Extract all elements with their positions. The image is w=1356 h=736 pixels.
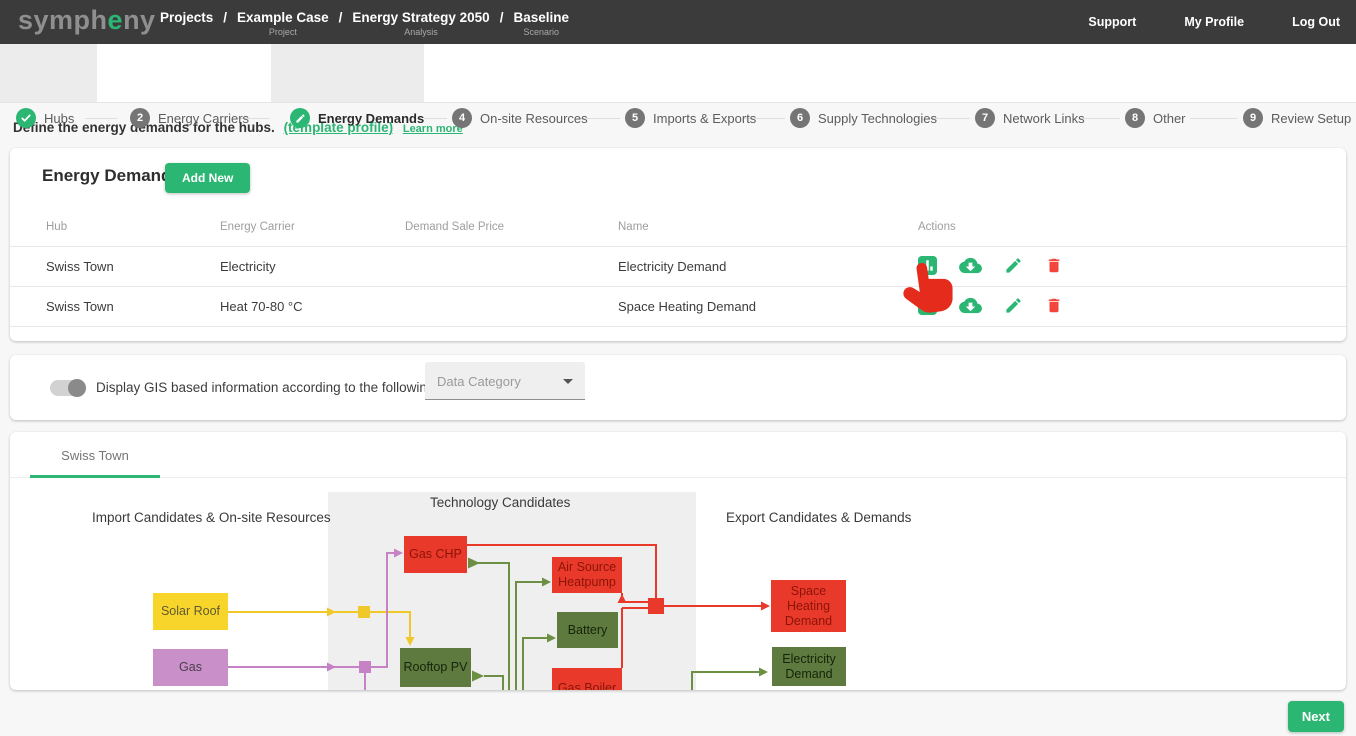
pencil-icon [290, 108, 310, 128]
table-row: Swiss Town Electricity Electricity Deman… [10, 247, 1346, 287]
stepper-step-imports-exports[interactable]: 5 Imports & Exports [625, 108, 756, 128]
stepper-connector [1080, 118, 1120, 119]
breadcrumb-scenario[interactable]: Baseline Scenario [513, 10, 569, 37]
hub-diagram-card: Swiss Town Import Candidates & On-site R… [10, 432, 1346, 690]
tab-swiss-town[interactable]: Swiss Town [61, 447, 129, 463]
stepper-step-network-links[interactable]: 7 Network Links [975, 108, 1085, 128]
step-number: 2 [130, 108, 150, 128]
delete-trash-icon[interactable] [1045, 296, 1063, 315]
step-number: 9 [1243, 108, 1263, 128]
middle-column-heading: Technology Candidates [430, 495, 571, 510]
demand-profile-chart-icon[interactable] [918, 296, 937, 315]
cloud-download-icon[interactable] [959, 256, 982, 275]
active-tab-underline [30, 475, 160, 478]
step-number: 6 [790, 108, 810, 128]
learn-more-link[interactable]: Learn more [402, 123, 463, 135]
chevron-down-icon [563, 379, 573, 384]
node-air-source-heatpump[interactable]: Air Source Heatpump [552, 557, 622, 593]
node-solar-roof[interactable]: Solar Roof [153, 593, 228, 630]
stepper-connector [1190, 118, 1237, 119]
edit-pencil-icon[interactable] [1004, 296, 1023, 315]
support-link[interactable]: Support [1088, 15, 1137, 29]
stepper-connector [424, 118, 447, 119]
stepper-step-onsite-resources[interactable]: 4 On-site Resources [452, 108, 588, 128]
step-number: 5 [625, 108, 645, 128]
stepper-step-other[interactable]: 8 Other [1125, 108, 1186, 128]
stepper-step-energy-carriers[interactable]: 2 Energy Carriers [130, 108, 249, 128]
right-column-heading: Export Candidates & Demands [726, 510, 912, 525]
breadcrumb: Projects / Example Case Project / Energy… [160, 10, 569, 37]
node-electricity-demand[interactable]: Electricity Demand [772, 647, 846, 686]
breadcrumb-analysis[interactable]: Energy Strategy 2050 Analysis [352, 10, 490, 37]
setup-stepper: Hubs 2 Energy Carriers Energy Demands 4 … [0, 44, 1356, 128]
check-icon [16, 108, 36, 128]
page-description: Define the energy demands for the hubs. … [13, 120, 463, 135]
breadcrumb-separator: / [338, 10, 343, 25]
node-gas-boiler[interactable]: Gas Boiler [552, 668, 622, 690]
toggle-knob [68, 379, 86, 397]
step-number: 7 [975, 108, 995, 128]
stepper-shade-active [271, 44, 424, 102]
table-row: Swiss Town Heat 70-80 °C Space Heating D… [10, 287, 1346, 327]
next-button[interactable]: Next [1287, 701, 1344, 732]
breadcrumb-projects[interactable]: Projects [160, 10, 214, 25]
node-rooftop-pv[interactable]: Rooftop PV [400, 648, 471, 687]
cloud-download-icon[interactable] [959, 296, 982, 315]
gis-toggle-switch[interactable] [50, 379, 86, 397]
delete-trash-icon[interactable] [1045, 256, 1063, 275]
stepper-connector [85, 118, 117, 119]
breadcrumb-project[interactable]: Example Case Project [237, 10, 329, 37]
table-header: Hub Energy Carrier Demand Sale Price Nam… [10, 210, 1346, 247]
dropdown-placeholder: Data Category [437, 374, 521, 389]
top-bar: sympheny Projects / Example Case Project… [0, 0, 1356, 44]
breadcrumb-separator: / [499, 10, 504, 25]
stepper-connector [927, 118, 970, 119]
energy-demands-card: Energy Demands Add New Hub Energy Carrie… [10, 148, 1346, 341]
stepper-shade-hubs [0, 44, 97, 102]
my-profile-link[interactable]: My Profile [1184, 15, 1245, 29]
node-battery[interactable]: Battery [557, 612, 618, 648]
stepper-connector [237, 118, 270, 119]
gis-card: Display GIS based information according … [10, 355, 1346, 420]
node-space-heating-demand[interactable]: Space Heating Demand [771, 580, 846, 632]
hub-tabs: Swiss Town [10, 432, 1346, 478]
data-category-dropdown[interactable]: Data Category [425, 362, 585, 400]
demand-profile-chart-icon[interactable] [918, 256, 937, 275]
node-gas-chp[interactable]: Gas CHP [404, 536, 467, 573]
card-title: Energy Demands [42, 166, 181, 185]
top-nav: Support My Profile Log Out [1088, 0, 1340, 44]
step-number: 4 [452, 108, 472, 128]
template-profile-link[interactable]: (template profile) [283, 120, 394, 135]
sympheny-logo[interactable]: sympheny [18, 5, 156, 35]
add-new-button[interactable]: Add New [165, 163, 251, 193]
technology-candidates-panel [328, 492, 696, 690]
stepper-step-hubs[interactable]: Hubs [16, 108, 74, 128]
edit-pencil-icon[interactable] [1004, 256, 1023, 275]
breadcrumb-separator: / [223, 10, 228, 25]
node-gas[interactable]: Gas [153, 649, 228, 686]
step-number: 8 [1125, 108, 1145, 128]
log-out-link[interactable]: Log Out [1292, 15, 1340, 29]
stepper-step-review-setup[interactable]: 9 Review Setup [1243, 108, 1351, 128]
stepper-step-energy-demands[interactable]: Energy Demands [290, 108, 424, 128]
gis-toggle-label: Display GIS based information according … [96, 380, 505, 395]
stepper-step-supply-technologies[interactable]: 6 Supply Technologies [790, 108, 937, 128]
left-column-heading: Import Candidates & On-site Resources [92, 510, 331, 525]
stepper-connector [578, 118, 620, 119]
stepper-connector [743, 118, 785, 119]
